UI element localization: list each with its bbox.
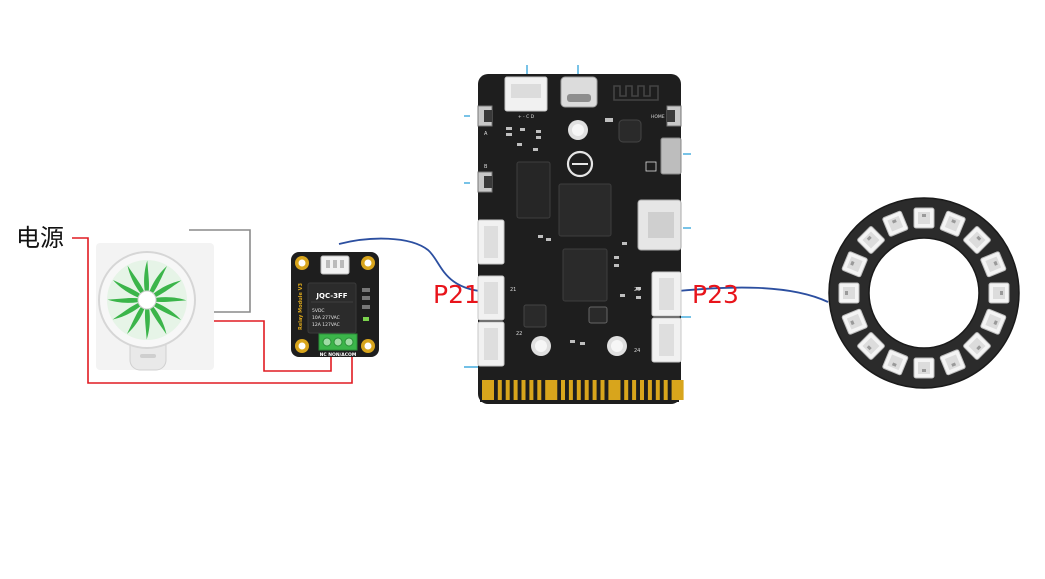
edge-finger (655, 380, 660, 400)
fan-blade (127, 265, 147, 300)
fan-blade (127, 300, 147, 334)
relay-block (307, 282, 357, 334)
blue-wire-p23 (677, 286, 829, 303)
edge-finger (640, 380, 644, 400)
fan-blade (107, 297, 147, 303)
edge-finger (616, 380, 621, 400)
ring-led (980, 251, 1007, 278)
edge-finger (537, 380, 542, 400)
ring-led (882, 210, 909, 237)
chip-small (523, 304, 547, 328)
edge-finger (521, 380, 526, 400)
wires (72, 229, 829, 384)
fan-blade (147, 280, 182, 300)
usb-c-port (560, 76, 598, 108)
board-logo (566, 150, 594, 178)
edge-finger (671, 380, 684, 400)
edge-finger (663, 380, 668, 400)
ring-led (913, 207, 935, 229)
edge-finger (497, 380, 502, 400)
ring-led (857, 332, 885, 360)
fan-blade (144, 300, 150, 340)
button-b-label: B (484, 164, 488, 170)
pin-label-p21: P21 (433, 280, 480, 309)
edge-finger (513, 380, 518, 400)
gpio-21-label: 21 (510, 287, 516, 293)
red-wire-power (72, 237, 353, 384)
edge-finger (489, 380, 494, 400)
relay-title: Relay Module V3 (298, 283, 304, 330)
ring-led (857, 226, 885, 254)
relay-spec-ac: 10A 277VAC (312, 315, 340, 321)
gpio-22-label: 22 (516, 331, 522, 337)
chip-sensor (588, 306, 608, 324)
edge-finger (632, 380, 637, 400)
ring-led (841, 251, 868, 278)
edge-finger (561, 380, 565, 400)
fan-blade (113, 280, 147, 300)
gpio-23-label: 23 (634, 287, 640, 293)
red-wire-fan (205, 320, 332, 372)
ring-led (963, 226, 991, 254)
side-switch[interactable] (660, 137, 682, 175)
edge-connector-fingers (482, 380, 684, 400)
edge-finger (568, 380, 573, 400)
side-connectors (477, 219, 682, 367)
ring-led (963, 332, 991, 360)
fan-blade (144, 260, 150, 300)
fan-blade (147, 300, 181, 320)
ring-led (980, 308, 1007, 335)
edge-finger (584, 380, 589, 400)
home-label: HOME (651, 114, 665, 120)
relay-spec-coil: 5VDC (312, 308, 325, 314)
edge-finger (505, 380, 510, 400)
chip-main (558, 183, 612, 237)
relay-led (363, 317, 369, 321)
ring-led (988, 282, 1010, 304)
button-a-label: A (484, 131, 488, 137)
fan-blades (107, 260, 187, 340)
edge-finger (592, 380, 597, 400)
top-header-label: + - C D (518, 114, 535, 120)
controller-board: + - C D A B HOME (464, 65, 691, 404)
smd-parts (506, 118, 641, 345)
fan-blade (112, 300, 147, 320)
ring-led (939, 210, 966, 237)
edge-finger (647, 380, 652, 400)
edge-finger (576, 380, 581, 400)
ring-led (882, 349, 909, 376)
edge-finger (600, 380, 605, 400)
chip-lower (562, 248, 608, 302)
ring-led (838, 282, 860, 304)
wifi-antenna (613, 85, 659, 101)
edge-finger (529, 380, 534, 400)
blue-wire-p21 (338, 237, 491, 293)
fan-blade (147, 266, 167, 300)
led-ring-inner-edge (868, 237, 980, 349)
ring-led (939, 349, 966, 376)
pin-label-p23: P23 (692, 280, 739, 309)
led-ring-leds (838, 207, 1010, 379)
led-ring-outer-edge (828, 197, 1020, 389)
relay-module: JQC-3FF 5VDC 10A 277VAC 12A 127VAC Relay… (291, 252, 379, 358)
power-label: 电源 (16, 224, 64, 252)
gpio-24-label: 24 (634, 348, 640, 354)
edge-finger (553, 380, 558, 400)
led-ring (828, 197, 1020, 389)
ring-led (841, 308, 868, 335)
relay-terminals: NC NON/ACOM (320, 352, 357, 358)
gray-wire (189, 229, 251, 313)
fan-blade (147, 297, 187, 303)
chip-top-right (618, 119, 642, 143)
edge-finger (624, 380, 629, 400)
fan (96, 243, 214, 371)
ring-led (913, 357, 935, 379)
relay-part: JQC-3FF (315, 292, 347, 300)
relay-spec-ac2: 12A 127VAC (312, 322, 340, 328)
fan-handle-port (140, 354, 156, 358)
chip-left (516, 161, 551, 219)
fan-blade (147, 300, 167, 335)
fan-hub (137, 290, 157, 310)
